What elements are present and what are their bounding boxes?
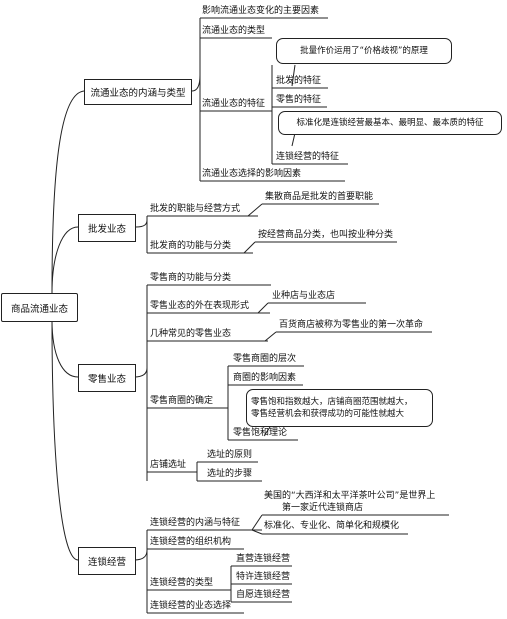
b3-note-1: 业种店与业态店 <box>272 291 336 301</box>
b1-link <box>191 74 201 92</box>
b3-sub-5: 选址的步骤 <box>207 469 253 479</box>
b2-link <box>135 219 148 228</box>
root-node: 商品流通业态 <box>1 293 78 322</box>
b3-item-5: 店铺选址 <box>150 460 187 470</box>
b4-sub-2: 特许连锁经营 <box>236 572 291 582</box>
b1-item-1: 影响流通业态变化的主要因素 <box>202 6 320 16</box>
b3-item-4: 零售商圈的确定 <box>150 396 214 406</box>
b3-sub-1: 零售商圈的层次 <box>233 354 297 364</box>
b1-sub-2: 零售的特征 <box>276 95 322 105</box>
b4-item-3: 连锁经营的类型 <box>150 578 214 588</box>
b3-item-1: 零售商的功能与分类 <box>150 273 232 283</box>
root-link-1 <box>51 90 86 294</box>
b4-note-2: 第一家近代连锁商店 <box>282 503 364 513</box>
b4-item-4: 连锁经营的业态选择 <box>150 601 232 611</box>
branch-node-2: 批发业态 <box>78 214 136 242</box>
b2-item-2: 批发商的功能与分类 <box>150 241 232 251</box>
b3-note-bubble: 零售饱和指数越大，店铺商圈范围就越大， 零售经营机会和获得成功的可能性就越大 <box>246 389 433 427</box>
b3-note-line-1: 零售饱和指数越大，店铺商圈范围就越大， <box>251 397 413 407</box>
b4-item-2: 连锁经营的组织机构 <box>150 537 232 547</box>
b1-note-2: 标准化是连锁经营最基本、最明显、最本质的特征 <box>278 111 502 135</box>
b3-note-2: 百货商店被称为零售业的第一次革命 <box>279 320 424 330</box>
root-link-2 <box>51 226 79 294</box>
b4-note-3: 标准化、专业化、简单化和规模化 <box>264 521 400 531</box>
b2-item-1: 批发的职能与经营方式 <box>150 204 241 214</box>
b3-sub-4: 选址的原则 <box>207 450 253 460</box>
branch-node-3: 零售业态 <box>78 364 136 392</box>
b1-sub-3: 连锁经营的特征 <box>276 152 340 162</box>
b3-item-2: 零售业态的外在表现形式 <box>150 301 250 311</box>
b4-item-1: 连锁经营的内涵与特征 <box>150 518 241 528</box>
branch-node-4: 连锁经营 <box>78 547 136 575</box>
b3-sub-2: 商圈的影响因素 <box>233 373 297 383</box>
b1-item-3: 流通业态的特征 <box>202 99 266 109</box>
b3-item-3: 几种常见的零售业态 <box>150 329 232 339</box>
b1-item-4: 流通业态选择的影响因素 <box>202 169 302 179</box>
b3-note-line-2: 零售经营机会和获得成功的可能性就越大 <box>251 409 405 419</box>
b3-sub-3: 零售饱和理论 <box>233 428 288 438</box>
b2-note-2: 按经营商品分类，也叫按业种分类 <box>258 230 394 240</box>
b1-sub-1: 批发的特征 <box>276 76 322 86</box>
b2-note-1: 集散商品是批发的首要职能 <box>265 192 374 202</box>
b1-note-1: 批量作价运用了“价格歧视”的原理 <box>276 38 452 64</box>
b4-note-1: 美国的“大西洋和太平洋茶叶公司”是世界上 <box>264 491 436 501</box>
b1-item-2: 流通业态的类型 <box>202 26 266 36</box>
root-link-3 <box>51 319 79 378</box>
b4-sub-1: 直营连锁经营 <box>236 554 291 564</box>
b4-sub-3: 自愿连锁经营 <box>236 590 291 600</box>
root-link-4 <box>51 319 79 561</box>
branch-node-1: 流通业态的内涵与类型 <box>84 79 192 105</box>
